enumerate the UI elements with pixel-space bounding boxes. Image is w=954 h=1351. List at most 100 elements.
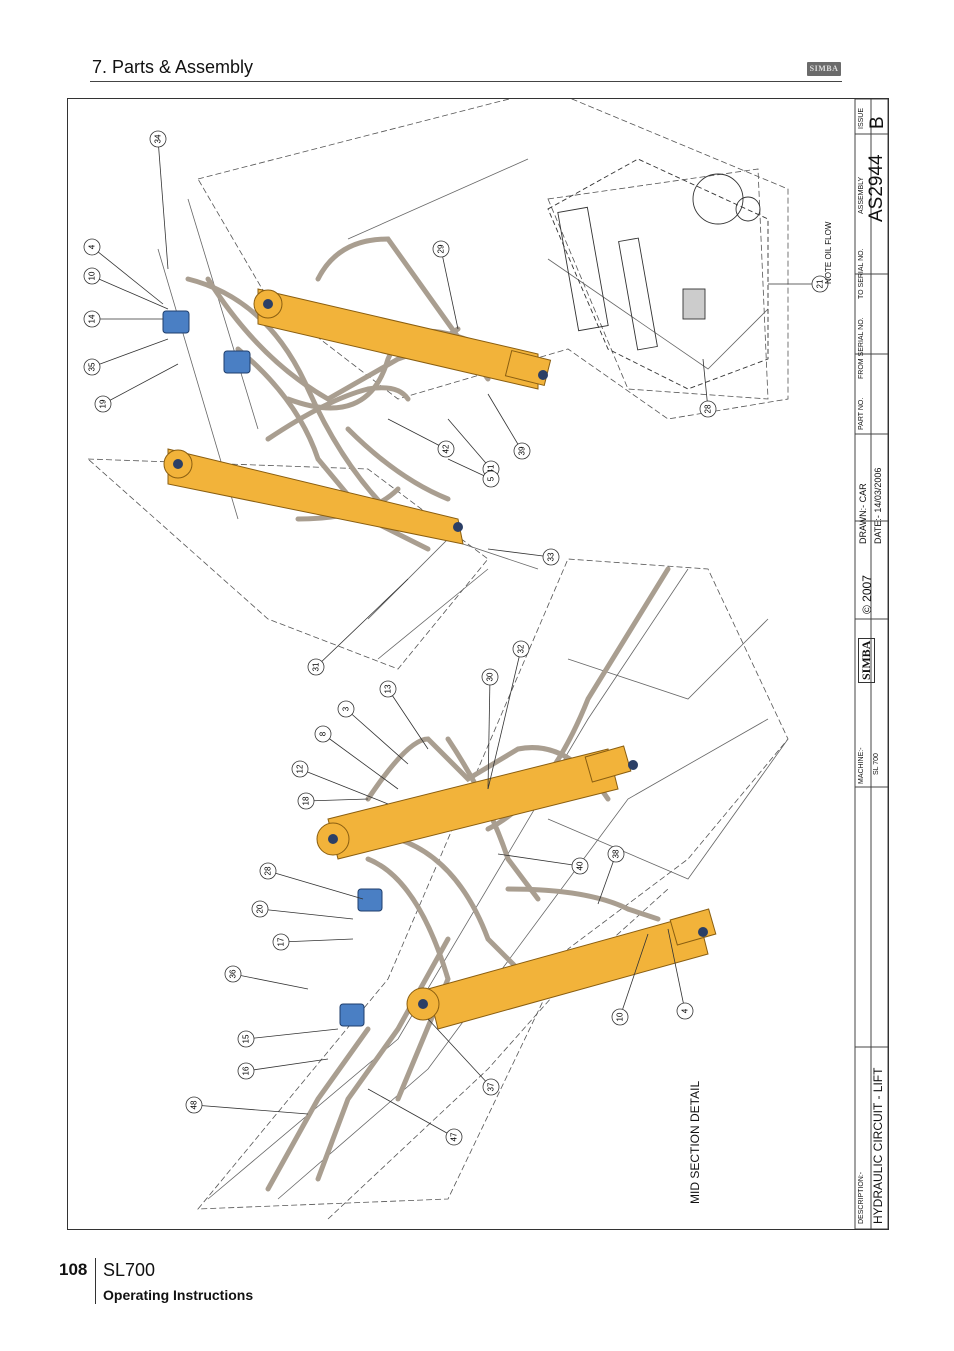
callout-leader <box>245 1058 329 1072</box>
cylinder-upper-2 <box>163 448 464 545</box>
callout-circle <box>445 1128 463 1146</box>
callout-leader <box>245 1028 339 1040</box>
callout-leader <box>157 138 169 270</box>
callout-circle <box>237 1062 255 1080</box>
footer-divider <box>95 1258 96 1304</box>
callout-label: 35 <box>88 362 97 371</box>
lift-cylinders <box>163 288 717 1030</box>
callout-circle <box>314 725 332 743</box>
drawing-date: DATE:- 14/03/2006 <box>873 467 883 544</box>
callout-circle <box>185 1096 203 1114</box>
callout-label: 40 <box>576 861 585 870</box>
callout-circle <box>83 267 101 285</box>
callout-leader <box>487 648 522 790</box>
upper-frame-lines <box>157 158 769 660</box>
callout-circle <box>94 395 112 413</box>
callout-circle <box>251 900 269 918</box>
callout-leader <box>447 418 492 470</box>
callout-circle <box>83 238 101 256</box>
callout-leader <box>305 798 369 802</box>
callout-circle <box>149 130 167 148</box>
callout-label: 15 <box>242 1034 251 1043</box>
callout-circle <box>482 470 500 488</box>
callout-leader <box>267 870 364 900</box>
callout-circle <box>272 933 290 951</box>
cylinder-lower-2 <box>406 908 717 1030</box>
callout-leader <box>367 1088 455 1138</box>
callout-label: 36 <box>229 969 238 978</box>
assembly-label: ASSEMBLY <box>858 176 865 214</box>
callout-circle <box>676 1002 694 1020</box>
upper-frame-outline <box>86 99 789 670</box>
callout-leader <box>280 938 354 943</box>
callout-label: 10 <box>88 271 97 280</box>
hoses <box>185 236 671 1192</box>
callout-leader <box>102 363 179 405</box>
page-number: 108 <box>59 1260 88 1279</box>
description-value: HYDRAULIC CIRCUIT - LIFT <box>871 1067 885 1224</box>
document-type: Operating Instructions <box>103 1287 254 1303</box>
callout-circle <box>297 792 315 810</box>
callout-circle <box>224 965 242 983</box>
issue-value: B <box>867 116 888 129</box>
valves <box>162 310 383 1027</box>
callout-label: 16 <box>242 1066 251 1075</box>
drawn-by: DRAWN:- CAR <box>858 483 868 544</box>
cylinder-upper-1 <box>253 288 552 390</box>
callout-circle <box>482 1078 500 1096</box>
callout-label: 21 <box>816 279 825 288</box>
copyright: © 2007 <box>860 575 874 614</box>
callout-leader <box>440 248 459 330</box>
callout-circle <box>291 760 309 778</box>
callout-label: 29 <box>437 244 446 253</box>
callout-circle <box>611 1008 629 1026</box>
machine-value: SL 700 <box>873 753 880 775</box>
callout-leader <box>259 908 354 920</box>
callout-leader <box>487 393 523 452</box>
callout-label: 4 <box>88 244 97 249</box>
callout-circle <box>259 862 277 880</box>
model-name: SL700 <box>103 1260 156 1280</box>
callout-circle <box>307 658 325 676</box>
issue-label: ISSUE <box>858 107 865 129</box>
callout-leader <box>497 853 581 867</box>
callout-leader <box>667 928 686 1012</box>
mid-section-label: MID SECTION DETAIL <box>688 1080 702 1204</box>
callout-label: 14 <box>88 314 97 323</box>
callout-circle <box>513 442 531 460</box>
callout-label: 37 <box>487 1082 496 1091</box>
callout-leader <box>597 853 617 905</box>
callout-label: 4 <box>681 1008 690 1013</box>
callout-label: 13 <box>384 684 393 693</box>
title-block-logo: SIMBA <box>858 637 875 683</box>
callout-label: 38 <box>612 849 621 858</box>
callout-leader <box>387 688 429 750</box>
description-label: DESCRIPTION:- <box>858 1171 865 1224</box>
callout-leader <box>91 275 169 310</box>
callout-leader <box>345 708 409 765</box>
callout-label: 3 <box>342 706 351 711</box>
callout-label: 30 <box>486 672 495 681</box>
callout-label: 39 <box>518 446 527 455</box>
detail-inset <box>547 158 769 390</box>
callout-label: 34 <box>154 134 163 143</box>
callout-label: 5 <box>487 476 496 481</box>
callout-label: 18 <box>302 796 311 805</box>
callout-leader <box>427 1018 492 1088</box>
callout-leader <box>487 548 552 558</box>
part-no-label: PART NO. <box>858 397 865 430</box>
callout-circle <box>481 668 499 686</box>
callout-circle <box>699 400 717 418</box>
simba-logo: SIMBA <box>807 62 841 76</box>
callout-circle <box>432 240 450 258</box>
callout-circle <box>571 857 589 875</box>
lower-frame-lines <box>207 568 789 1200</box>
callout-label: 48 <box>190 1100 199 1109</box>
callout-label: 32 <box>517 644 526 653</box>
callout-circle <box>83 358 101 376</box>
callout-label: 8 <box>319 731 328 736</box>
callout-label: 19 <box>99 399 108 408</box>
hydraulic-drawing: 3441014351929212842413953331133812183032… <box>83 99 888 1229</box>
note-oil-flow: NOTE OIL FLOW <box>824 221 833 284</box>
callout-leader <box>315 578 409 668</box>
